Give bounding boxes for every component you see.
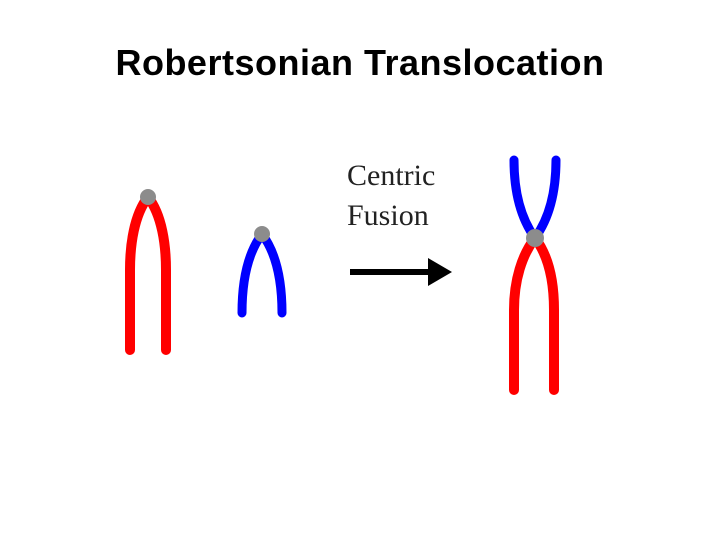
blue-centromere xyxy=(254,226,270,242)
fused-centromere xyxy=(526,229,544,247)
blue-chromatid-right xyxy=(262,234,282,313)
red-chromatid-left xyxy=(130,197,148,350)
blue-acrocentric-chromosome xyxy=(242,226,282,313)
red-chromatid-right xyxy=(148,197,166,350)
fused-chromosome xyxy=(514,160,556,390)
fused-blue-arm-right xyxy=(535,160,556,238)
centric-label: Centric xyxy=(347,160,435,192)
fusion-label: Fusion xyxy=(347,200,429,232)
fused-red-arm-right xyxy=(535,238,554,390)
red-acrocentric-chromosome xyxy=(130,189,166,350)
blue-chromatid-left xyxy=(242,234,262,313)
red-centromere xyxy=(140,189,156,205)
arrow-icon xyxy=(350,258,452,286)
fused-red-arm-left xyxy=(514,238,535,390)
fused-blue-arm-left xyxy=(514,160,535,238)
